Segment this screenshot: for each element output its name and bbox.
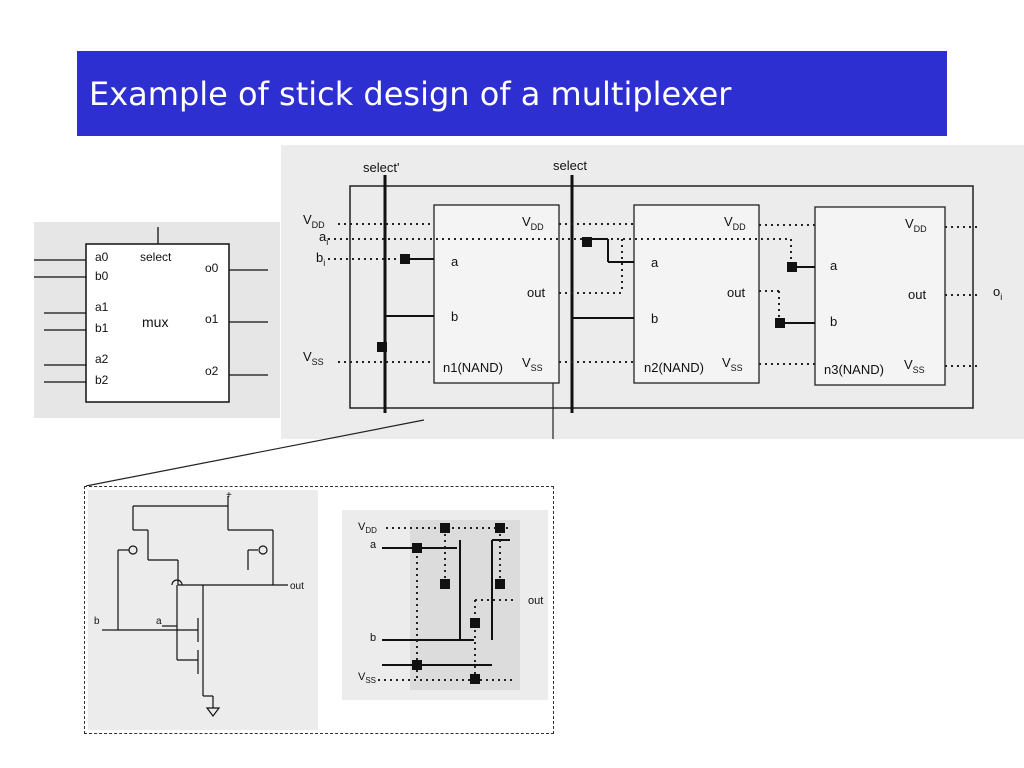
nand-vss-label: VSS [358,671,376,685]
contact [440,579,450,589]
nand-out-label: out [528,595,543,607]
contact [787,262,797,272]
mux-block-diagram: a0 b0 a1 b1 a2 b2 select mux o0 o1 o2 [34,222,280,418]
nand-vdd-label: VDD [358,521,377,535]
transistor-schematic: + out b a [88,490,318,730]
gate-port-a: a [451,254,459,269]
nand-stick-layout: VDD a b out VSS [342,510,548,700]
gate-box-n3 [814,206,946,386]
gate-port-b: b [651,311,658,326]
mux-input-label: a0 [95,250,109,264]
gate-name-n1: n1(NAND) [443,360,503,375]
gate-box-n2 [633,204,760,384]
nand-a-label: a [370,539,377,551]
nand-b-label: b [370,632,376,644]
mux-output-label: o2 [205,364,219,378]
gate-vdd-label: VDD [724,214,746,232]
contact [470,618,480,628]
gate-port-b: b [830,314,837,329]
gate-port-a: a [651,255,659,270]
contact [495,579,505,589]
schematic-a-label: a [156,616,162,627]
mux-output-label: o1 [205,312,219,326]
gate-vss-label: VSS [522,355,543,373]
mux-input-label: a1 [95,300,109,314]
contact [775,318,785,328]
vdd-label: VDD [303,212,325,230]
gate-name-n2: n2(NAND) [644,360,704,375]
mux-input-label: a2 [95,352,109,366]
gate-port-out: out [908,287,926,302]
outer-frame [349,185,974,409]
mux-input-label: b0 [95,269,109,283]
select-label: select [553,158,587,173]
oi-label: oi [993,284,1002,302]
bi-label: bi [316,250,325,268]
mux-block-label: mux [142,314,168,330]
schematic-out-label: out [290,581,304,592]
gate-vdd-label: VDD [905,216,927,234]
contact [440,523,450,533]
select-bar-label: select' [363,160,399,175]
contact [470,674,480,684]
title-bar: Example of stick design of a multiplexer [77,51,947,136]
mux-input-label: b1 [95,321,109,335]
contact [412,543,422,553]
zoom-connector [85,419,425,487]
contact [582,237,592,247]
contact [377,342,387,352]
contact [400,254,410,264]
gate-vss-label: VSS [722,355,743,373]
ai-label: ai [319,229,328,247]
contact [495,523,505,533]
stick-diagram: select' select VDD ai bi VSS oi VD [281,145,1024,439]
gate-box-n1 [433,204,560,384]
mux-box [85,243,230,403]
gate-port-a: a [830,258,838,273]
mux-input-label: b2 [95,373,109,387]
gate-port-out: out [727,285,745,300]
contact [412,660,422,670]
gate-vss-label: VSS [904,357,925,375]
vss-label: VSS [303,349,324,367]
slide-title: Example of stick design of a multiplexer [89,75,732,113]
gate-port-out: out [527,285,545,300]
gate-port-b: b [451,309,458,324]
mux-select-label: select [140,250,172,264]
gate-vdd-label: VDD [522,214,544,232]
schematic-b-label: b [94,616,100,627]
gate-name-n3: n3(NAND) [824,362,884,377]
vdd-plus: + [226,490,232,501]
mux-output-label: o0 [205,261,219,275]
